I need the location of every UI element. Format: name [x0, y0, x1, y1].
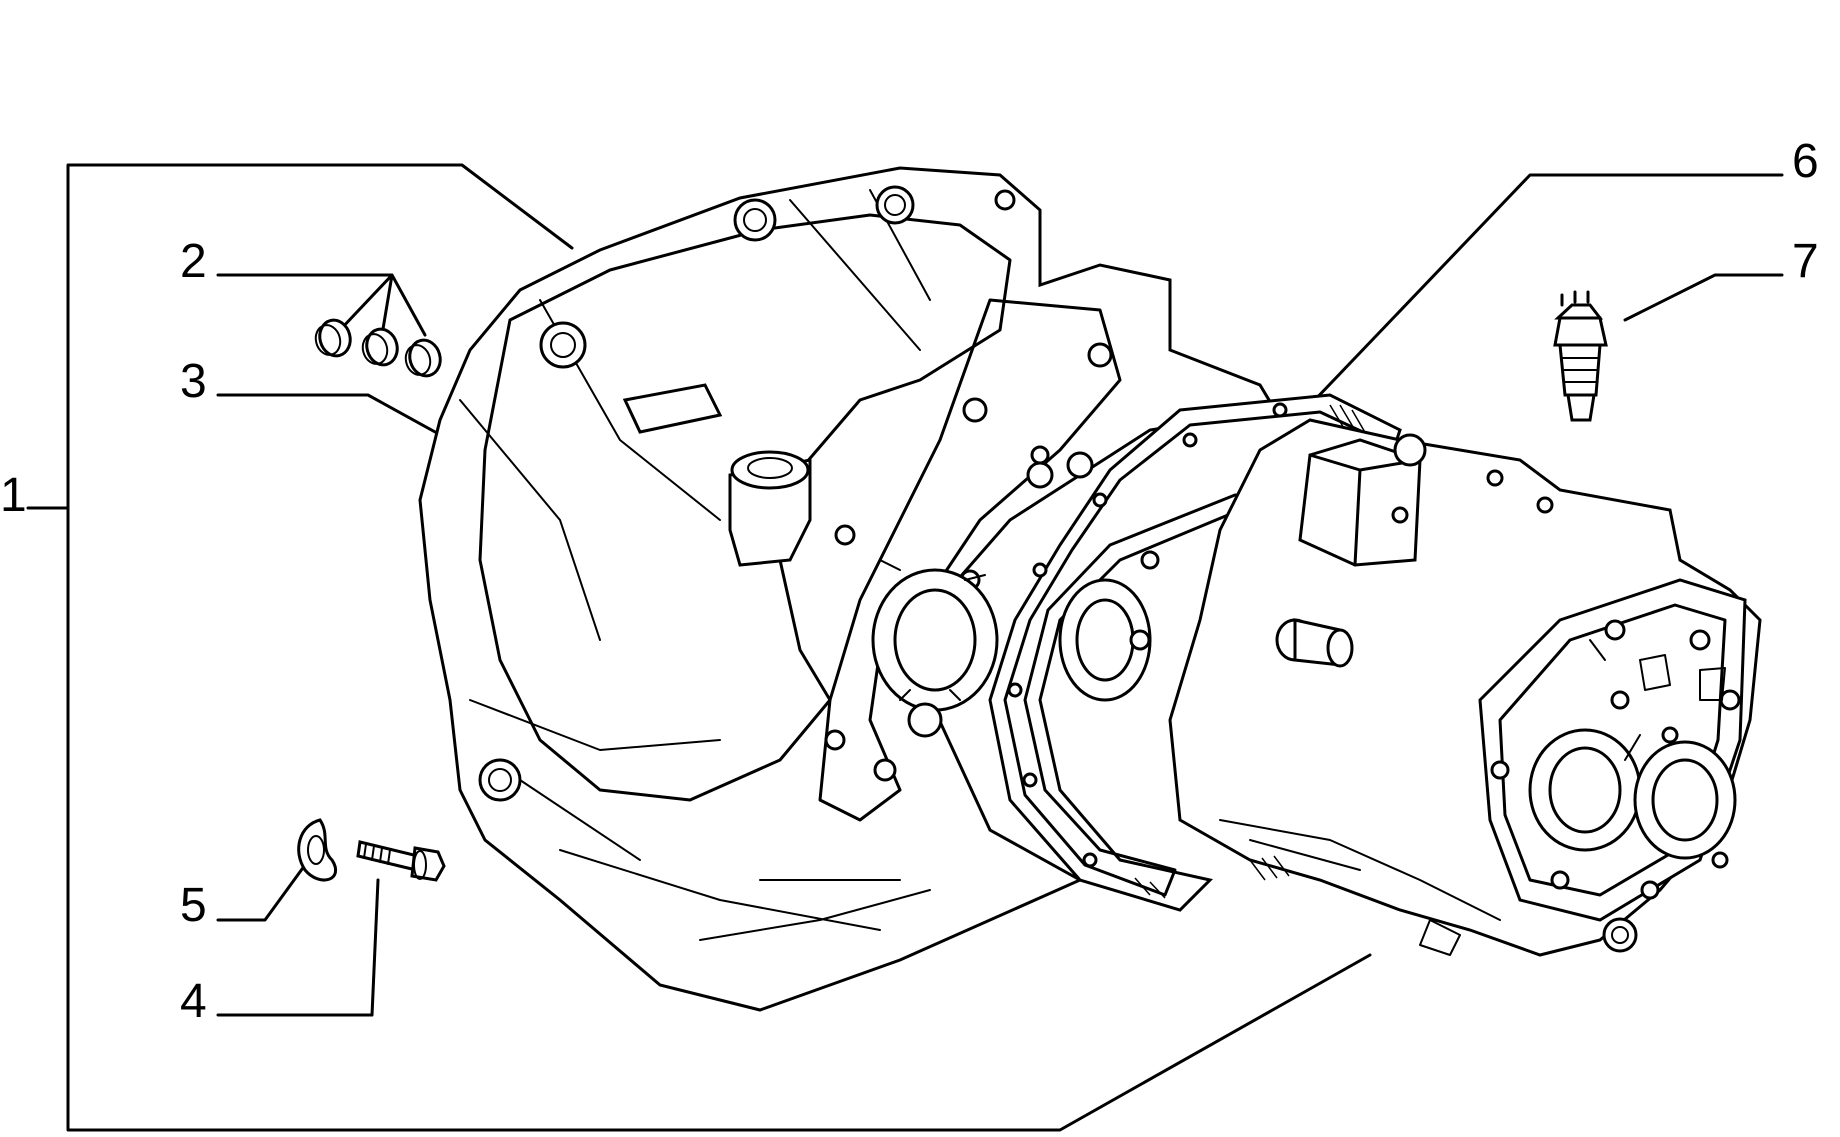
part-2-plugs: [314, 318, 442, 378]
part-1-clutch-bell-housing: [418, 166, 1278, 1012]
leader-4: [216, 878, 380, 1017]
callout-1: 1: [0, 469, 27, 522]
leader-7: [1623, 273, 1784, 322]
callout-5: 5: [180, 879, 207, 932]
callout-7: 7: [1792, 235, 1819, 288]
part-6-gasket: [988, 393, 1402, 912]
leader-6: [1308, 173, 1784, 407]
callout-4: 4: [180, 975, 207, 1028]
part-7-sensor: [1553, 290, 1608, 422]
leader-1-bracket: [26, 163, 1372, 1132]
part-5-circlip: [297, 818, 338, 882]
gearbox-main-housing: [1168, 418, 1762, 957]
callout-3: 3: [180, 355, 207, 408]
leader-2: [216, 273, 427, 337]
callout-2: 2: [180, 235, 207, 288]
leader-5: [216, 863, 307, 922]
part-4-bolt: [356, 840, 446, 882]
callout-6: 6: [1792, 135, 1819, 188]
